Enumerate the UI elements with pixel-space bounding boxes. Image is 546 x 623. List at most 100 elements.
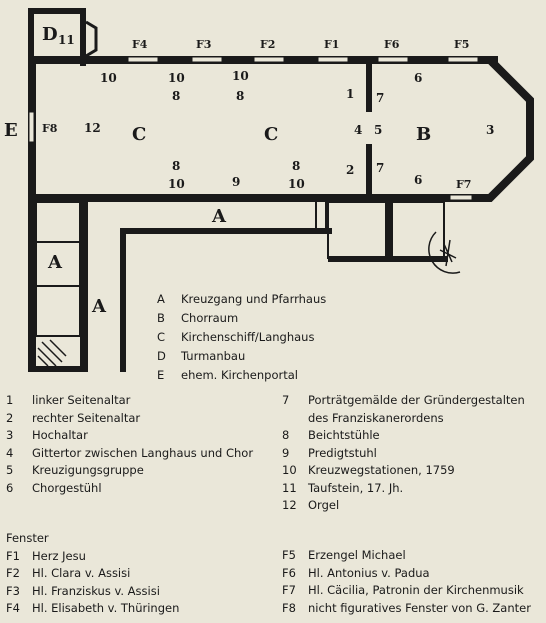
zone-label-B: B [416, 124, 431, 145]
wall-segment [120, 228, 332, 234]
wall-segment [28, 202, 36, 372]
legend-key: 4 [6, 445, 14, 460]
wall-segment [80, 8, 86, 66]
window-F5 [447, 56, 479, 63]
room-outline [35, 285, 81, 337]
room-outline [391, 201, 445, 259]
legend-key: 9 [282, 445, 290, 460]
svg-text:10: 10 [232, 69, 249, 83]
svg-text:6: 6 [414, 71, 422, 85]
legend-key: D [157, 349, 166, 363]
window-F1 [317, 56, 349, 63]
svg-text:8: 8 [172, 159, 180, 173]
window-label-F2: F2 [260, 38, 275, 51]
svg-text:10: 10 [168, 71, 185, 85]
svg-text:8: 8 [172, 89, 180, 103]
svg-text:2: 2 [346, 163, 354, 177]
item-legend-row: 11 Taufstein, 17. Jh. [282, 480, 544, 498]
legend-text: Erzengel Michael [308, 548, 406, 562]
partition [366, 144, 372, 196]
item-legend-row: 5 Kreuzigungsgruppe [6, 462, 276, 480]
tower-annex [85, 20, 98, 58]
zone-legend-row: B Chorraum [157, 309, 397, 328]
legend-key: B [157, 311, 165, 325]
legend-text: Taufstein, 17. Jh. [308, 480, 404, 495]
svg-text:10: 10 [168, 177, 185, 191]
legend-text: Orgel [308, 498, 340, 512]
svg-text:4: 4 [354, 123, 362, 137]
legend-text: Chorraum [181, 311, 239, 325]
svg-text:10: 10 [288, 177, 305, 191]
zone-label-A-room: A [47, 252, 63, 273]
item-numbers: 10 10 8 10 8 12 8 10 9 8 10 1 7 4 5 2 7 … [84, 69, 494, 191]
svg-text:10: 10 [100, 71, 117, 85]
wall-segment [120, 228, 126, 372]
svg-text:7: 7 [376, 161, 384, 175]
zone-legend-row: D Turmanbau [157, 347, 397, 366]
choir-apse [448, 57, 534, 202]
wall-south [28, 194, 448, 202]
svg-text:1: 1 [346, 87, 354, 101]
legend-key: 2 [6, 410, 14, 425]
legend-text: linker Seitenaltar [32, 393, 131, 407]
legend-key: F1 [6, 548, 20, 563]
window-label-F6: F6 [384, 38, 400, 51]
window-label-F5: F5 [454, 38, 469, 51]
legend-text: rechter Seitenaltar [32, 410, 141, 425]
window-label-F7: F7 [456, 178, 471, 191]
svg-text:3: 3 [486, 123, 494, 137]
legend-key: F7 [282, 583, 296, 597]
window-F3 [191, 56, 223, 63]
windows [28, 56, 479, 201]
zone-label-C-left: C [132, 124, 146, 145]
legend-text: nicht figuratives Fenster von G. Zanter [308, 600, 531, 615]
window-F2 [253, 56, 285, 63]
legend-text: Turmanbau [181, 349, 246, 363]
legend-key: F2 [6, 566, 20, 580]
legend-text: Hochaltar [32, 428, 88, 442]
legend-text: Beichtstühle [308, 428, 380, 442]
zone-label-C-right: C [264, 124, 278, 145]
legend-key: C [157, 330, 166, 344]
legend-key: 10 [282, 463, 297, 477]
legend-key: 5 [6, 463, 14, 477]
svg-text:6: 6 [414, 173, 422, 187]
legend-text: Hl. Antonius v. Padua [308, 565, 430, 580]
legend-key: 11 [282, 480, 297, 495]
legend-text: Kreuzwegstationen, 1759 [308, 463, 455, 477]
legend-key: 6 [6, 480, 14, 495]
svg-text:12: 12 [84, 121, 101, 135]
zone-label-A-corridor: A [211, 206, 227, 227]
legend-text: Kreuzigungsgruppe [32, 463, 144, 477]
floor-plan: D 11 E C C B A A A F4 F3 F2 F1 F6 F5 F7 … [4, 8, 534, 372]
thin-walls [35, 201, 445, 337]
legend-key: F4 [6, 601, 20, 615]
svg-text:7: 7 [376, 91, 384, 105]
wall-segment [386, 202, 392, 262]
svg-text:5: 5 [374, 123, 382, 137]
legend-key: A [157, 292, 165, 306]
partition [366, 64, 372, 112]
window-F6 [377, 56, 409, 63]
legend-key: 1 [6, 393, 14, 407]
spiral-stair [428, 231, 461, 274]
legend-text: ehem. Kirchenportal [181, 368, 298, 382]
item-legend-row: 1 linker Seitenaltar [6, 392, 276, 410]
item-legend-row: 10 Kreuzwegstationen, 1759 [282, 462, 544, 480]
windows-legend-title: Fenster [6, 531, 49, 545]
